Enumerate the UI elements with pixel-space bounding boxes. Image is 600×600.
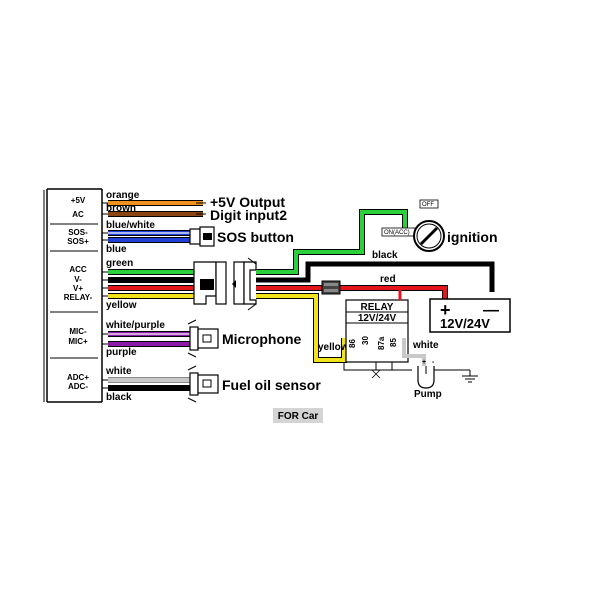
relay-voltage: 12V/24V — [358, 313, 397, 324]
wire-label-green: green — [106, 258, 133, 269]
microphone-label: Microphone — [222, 331, 302, 347]
microphone-connector — [187, 319, 219, 358]
power-wires — [108, 269, 198, 299]
relay-pin-30: 30 — [361, 336, 370, 345]
pin-label-acc: ACC — [69, 265, 87, 274]
ignition-switch-icon — [381, 199, 445, 252]
digit-input-label: Digit input2 — [210, 207, 287, 223]
caption-badge: FOR Car — [273, 408, 323, 423]
wire-label-white-relay: white — [412, 340, 439, 351]
wire-label-blue: blue — [106, 244, 127, 255]
battery-icon — [429, 298, 511, 333]
caption-text: FOR Car — [278, 411, 319, 422]
relay-bottom-wires — [343, 362, 412, 371]
wire-label-black: black — [106, 392, 132, 403]
wire-label-brown: brown — [106, 203, 136, 214]
pin-label-mic-plus: MIC+ — [68, 337, 88, 346]
svg-text:-: - — [432, 359, 435, 366]
switch-label-on-acc: ON(ACC) — [384, 230, 410, 236]
wire-label-white-purple: white/purple — [105, 320, 165, 331]
pin-label-sos-minus: SOS- — [68, 228, 88, 237]
switch-label-off: OFF — [422, 202, 434, 208]
relay-title: RELAY — [361, 302, 394, 313]
wire-label-orange: orange — [106, 190, 140, 201]
svg-text:+: + — [422, 359, 426, 366]
pin-label-v-minus: V- — [74, 275, 82, 284]
battery-minus-label: — — [483, 302, 499, 319]
sos-button-connector — [189, 226, 215, 247]
fuse-holder — [321, 280, 341, 295]
wire-label-purple: purple — [106, 347, 137, 358]
wire-label-blue-white: blue/white — [106, 220, 155, 231]
pin-label-5v: +5V — [71, 196, 86, 205]
wire-label-black-top: black — [372, 250, 398, 261]
wire-black-battery — [256, 261, 495, 292]
pump-label: Pump — [414, 389, 442, 400]
battery-plus-label: + — [440, 300, 451, 320]
wire-label-white: white — [105, 366, 132, 377]
battery-voltage-label: 12V/24V — [440, 316, 490, 331]
wire-label-yellow-relay: yellow — [318, 342, 349, 353]
relay-pin-87a: 87a — [377, 336, 386, 350]
power-connector — [193, 257, 257, 311]
pin-label-mic-minus: MIC- — [69, 327, 87, 336]
tracker-device: +5V AC SOS- SOS+ ACC V- V+ RELAY- MIC- M… — [43, 188, 103, 403]
fuel-sensor-connector — [187, 365, 219, 403]
wire-label-red: red — [380, 274, 396, 285]
relay-pin-86: 86 — [348, 339, 357, 348]
wire-label-yellow: yellow — [106, 300, 137, 311]
pin-label-adc-plus: ADC+ — [67, 373, 89, 382]
pin-label-relay-minus: RELAY- — [64, 293, 93, 302]
pin-label-v-plus: V+ — [73, 284, 83, 293]
relay-box — [345, 299, 409, 363]
pin-stubs — [102, 202, 108, 389]
wire-white-pump — [402, 338, 426, 366]
sos-button-label: SOS button — [217, 229, 294, 245]
pin-label-ac: AC — [72, 210, 84, 219]
ground-icon — [462, 370, 478, 383]
pin-label-adc-minus: ADC- — [68, 382, 88, 391]
ignition-label: ignition — [447, 229, 498, 245]
relay-pin-85: 85 — [389, 338, 398, 347]
pump-icon: + - — [417, 359, 470, 389]
fuel-sensor-label: Fuel oil sensor — [222, 377, 321, 393]
output-5v-label: +5V Output — [210, 194, 285, 210]
pin-label-sos-plus: SOS+ — [67, 237, 89, 246]
